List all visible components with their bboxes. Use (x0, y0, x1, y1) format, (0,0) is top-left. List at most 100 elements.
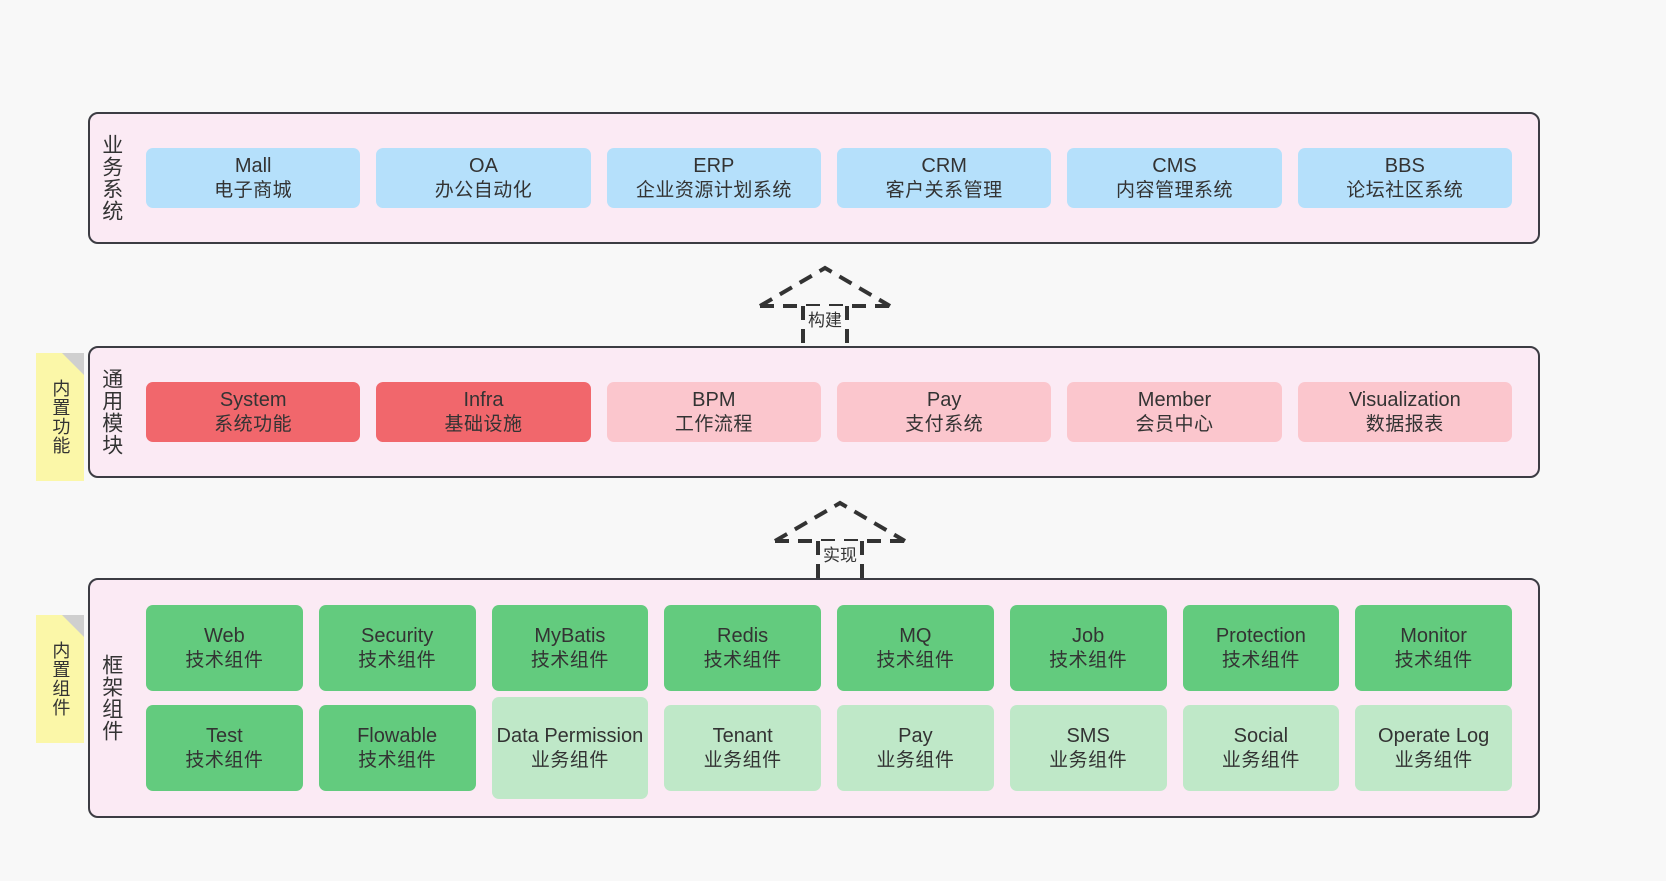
layer-business-system: 业务系统 Mall 电子商城 OA 办公自动化 ERP 企业资源计划系统 CRM… (88, 112, 1540, 244)
card-title: Member (1137, 388, 1212, 411)
card-monitor[interactable]: Monitor 技术组件 (1355, 605, 1512, 691)
card-security[interactable]: Security 技术组件 (318, 605, 476, 691)
layer-title-framework-components: 框架组件 (99, 654, 123, 742)
card-subtitle: 技术组件 (530, 649, 609, 671)
sticky-note-builtin-components: 内置组件 (36, 615, 84, 743)
card-title: Redis (717, 624, 769, 647)
card-subtitle: 数据报表 (1365, 413, 1444, 435)
card-title: SMS (1066, 724, 1110, 747)
card-title: MQ (899, 624, 932, 647)
card-subtitle: 办公自动化 (434, 179, 533, 201)
card-title: Data Permission (496, 724, 644, 747)
card-title: Tenant (712, 724, 773, 747)
card-title: Protection (1215, 624, 1306, 647)
card-mall[interactable]: Mall 电子商城 (146, 147, 361, 209)
card-pay-component[interactable]: Pay 业务组件 (837, 705, 994, 791)
card-subtitle: 技术组件 (1049, 649, 1128, 671)
card-subtitle: 业务组件 (876, 749, 955, 771)
folded-corner-icon (62, 353, 84, 375)
layer-body-business-system: Mall 电子商城 OA 办公自动化 ERP 企业资源计划系统 CRM 客户关系… (132, 114, 1538, 242)
connector-build: 构建 (745, 258, 905, 352)
card-sms[interactable]: SMS 业务组件 (1009, 705, 1167, 791)
connector-label: 实现 (821, 541, 859, 566)
card-social[interactable]: Social 业务组件 (1182, 705, 1340, 791)
card-row-tech: Web 技术组件 Security 技术组件 MyBatis 技术组件 Redi… (138, 605, 1520, 691)
layer-title-business-system: 业务系统 (99, 134, 123, 222)
card-erp[interactable]: ERP 企业资源计划系统 (606, 147, 821, 209)
card-flowable[interactable]: Flowable 技术组件 (318, 705, 476, 791)
card-subtitle: 技术组件 (1221, 649, 1300, 671)
card-row-business: Test 技术组件 Flowable 技术组件 Data Permission … (138, 697, 1520, 799)
card-data-permission[interactable]: Data Permission 业务组件 (491, 697, 649, 799)
generalization-arrow-icon (758, 265, 892, 352)
card-title: Web (203, 624, 245, 647)
card-title: Visualization (1348, 388, 1461, 411)
card-title: Test (206, 724, 243, 747)
card-mq[interactable]: MQ 技术组件 (837, 605, 994, 691)
card-subtitle: 电子商城 (214, 179, 293, 201)
card-subtitle: 论坛社区系统 (1346, 179, 1464, 201)
sticky-note-label: 内置功能 (50, 379, 71, 455)
card-protection[interactable]: Protection 技术组件 (1182, 605, 1340, 691)
layer-body-framework-components: Web 技术组件 Security 技术组件 MyBatis 技术组件 Redi… (132, 580, 1538, 816)
card-subtitle: 技术组件 (876, 649, 955, 671)
card-subtitle: 基础设施 (444, 413, 523, 435)
folded-corner-icon (62, 615, 84, 637)
card-subtitle: 会员中心 (1135, 413, 1214, 435)
card-bbs[interactable]: BBS 论坛社区系统 (1297, 147, 1512, 209)
card-visualization[interactable]: Visualization 数据报表 (1297, 381, 1512, 443)
card-subtitle: 工作流程 (674, 413, 753, 435)
card-title: Pay (898, 724, 933, 747)
card-test[interactable]: Test 技术组件 (146, 705, 303, 791)
card-subtitle: 技术组件 (358, 749, 437, 771)
card-title: Flowable (357, 724, 438, 747)
card-subtitle: 技术组件 (1394, 649, 1473, 671)
card-subtitle: 业务组件 (530, 749, 609, 771)
card-title: Pay (926, 388, 962, 411)
card-web[interactable]: Web 技术组件 (146, 605, 303, 691)
card-title: Monitor (1400, 624, 1467, 647)
card-title: Social (1233, 724, 1289, 747)
card-subtitle: 客户关系管理 (885, 179, 1003, 201)
card-tenant[interactable]: Tenant 业务组件 (664, 705, 821, 791)
card-subtitle: 技术组件 (358, 649, 437, 671)
card-title: ERP (693, 154, 735, 177)
sticky-note-builtin-features: 内置功能 (36, 353, 84, 481)
connector-implement: 实现 (760, 493, 920, 587)
card-row: System 系统功能 Infra 基础设施 BPM 工作流程 Pay 支付系统… (138, 381, 1520, 443)
card-title: MyBatis (534, 624, 606, 647)
layer-title-common-modules: 通用模块 (99, 368, 123, 456)
card-title: BPM (692, 388, 736, 411)
sticky-note-label: 内置组件 (50, 641, 71, 717)
layer-framework-components: 框架组件 Web 技术组件 Security 技术组件 MyBatis 技术组件… (88, 578, 1540, 818)
card-oa[interactable]: OA 办公自动化 (376, 147, 591, 209)
card-subtitle: 业务组件 (1221, 749, 1300, 771)
card-system[interactable]: System 系统功能 (146, 381, 361, 443)
card-title: CMS (1152, 154, 1197, 177)
card-pay[interactable]: Pay 支付系统 (836, 381, 1052, 443)
card-operate-log[interactable]: Operate Log 业务组件 (1355, 705, 1512, 791)
card-subtitle: 系统功能 (214, 413, 293, 435)
card-title: Mall (234, 154, 272, 177)
card-cms[interactable]: CMS 内容管理系统 (1067, 147, 1282, 209)
connector-label: 构建 (806, 306, 844, 331)
card-crm[interactable]: CRM 客户关系管理 (836, 147, 1052, 209)
card-subtitle: 内容管理系统 (1115, 179, 1233, 201)
card-member[interactable]: Member 会员中心 (1067, 381, 1282, 443)
card-title: System (219, 388, 287, 411)
card-mybatis[interactable]: MyBatis 技术组件 (491, 605, 649, 691)
card-subtitle: 技术组件 (703, 649, 782, 671)
card-title: CRM (921, 154, 967, 177)
card-subtitle: 技术组件 (185, 749, 264, 771)
generalization-arrow-icon (773, 500, 907, 587)
card-subtitle: 企业资源计划系统 (635, 179, 792, 201)
card-redis[interactable]: Redis 技术组件 (664, 605, 821, 691)
card-job[interactable]: Job 技术组件 (1009, 605, 1167, 691)
card-bpm[interactable]: BPM 工作流程 (606, 381, 821, 443)
card-row: Mall 电子商城 OA 办公自动化 ERP 企业资源计划系统 CRM 客户关系… (138, 147, 1520, 209)
card-infra[interactable]: Infra 基础设施 (376, 381, 591, 443)
card-title: OA (469, 154, 498, 177)
layer-common-modules: 通用模块 System 系统功能 Infra 基础设施 BPM 工作流程 Pay… (88, 346, 1540, 478)
card-subtitle: 业务组件 (1394, 749, 1473, 771)
